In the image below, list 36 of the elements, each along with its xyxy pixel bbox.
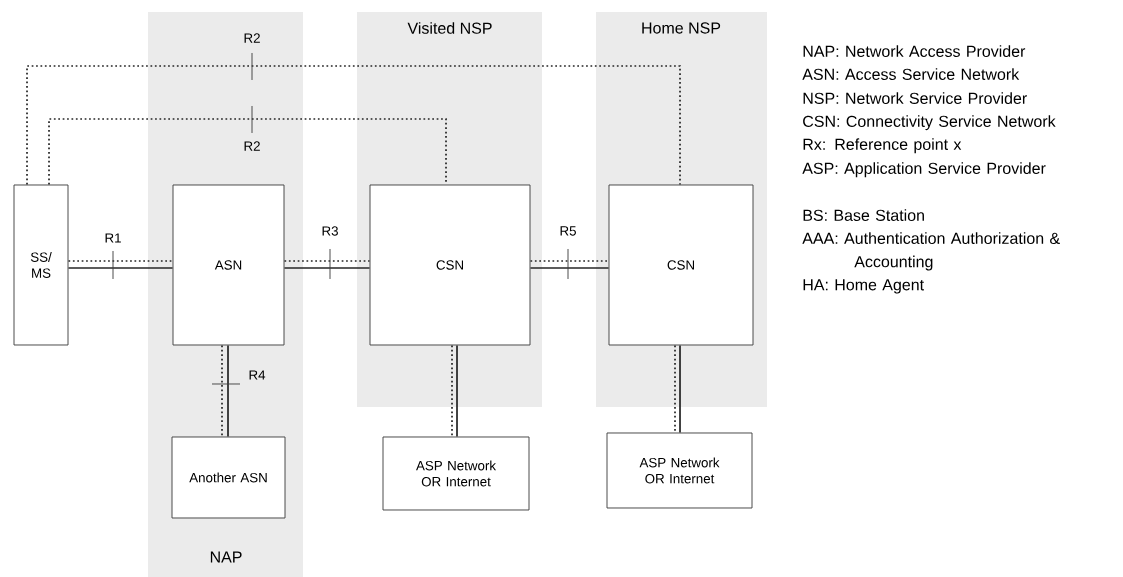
abbreviation-text: NSP: Network Service Provider [803,92,1027,104]
connection-line [674,344,676,434]
abbreviation-text: Rx: Reference point x [803,138,962,154]
edge-label: R2 [244,33,260,43]
abbreviation-text: HA: Home Agent [803,279,924,294]
network-box: CSN [608,184,754,346]
connection-line [67,260,174,262]
connection-line [227,344,229,438]
edge-label: R3 [322,226,338,236]
connection-line [48,118,447,186]
network-box: Another ASN [171,436,286,519]
abbreviation-text: ASN: Access Service Network [802,68,1020,80]
abbreviation-text: AAA: Authentication Authorization & Accounting [802,232,1060,271]
abbreviation-text: NAP: Network Access Provider [803,45,1026,57]
network-box: SS/ MS [13,184,69,346]
network-box: ASP Network OR Internet [382,436,530,511]
connection-line [67,267,174,269]
network-box: ASP Network OR Internet [606,432,753,509]
edge-label: R1 [105,233,121,243]
edge-label: R4 [249,370,266,380]
connection-line [679,344,681,434]
connection-line [529,267,610,269]
abbreviation-text: BS: Base Station [803,209,924,221]
connection-line [529,260,610,262]
network-box: CSN [369,184,531,346]
network-box: ASN [172,184,285,346]
connection-line [456,344,458,438]
abbreviation-text: CSN: Connectivity Service Network [803,115,1056,131]
edge-label: R2 [244,141,260,151]
connection-line [283,260,371,262]
abbreviation-text: ASP: Application Service Provider [802,162,1046,178]
connection-line [451,344,453,438]
connection-line [221,344,223,438]
connection-line [283,267,371,269]
edge-label: R5 [560,226,576,236]
connection-line [26,65,681,186]
